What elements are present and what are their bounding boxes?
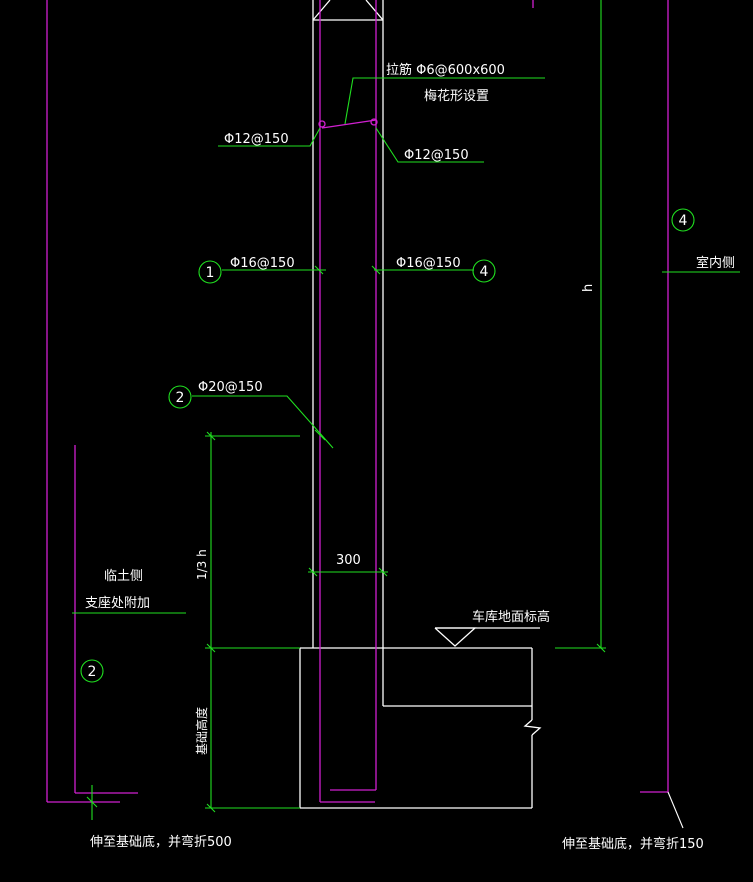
label-note-left: 伸至基础底，并弯折500 [90, 834, 232, 850]
marker-2-lower: 2 [88, 664, 97, 680]
tick-left-bottom [86, 796, 98, 808]
dim-thickness-tick-l [308, 567, 318, 577]
leader-bar-left-top [218, 127, 321, 147]
label-tie-bar-note: 梅花形设置 [424, 88, 489, 104]
markers [80, 208, 695, 683]
tick-left-mid [314, 265, 324, 275]
leader-note-right [667, 791, 684, 829]
label-garage-floor: 车库地面标高 [472, 609, 550, 625]
top-break-right [365, 0, 384, 21]
label-note-right: 伸至基础底，并弯折150 [562, 836, 704, 852]
tie-right-end [370, 118, 378, 126]
marker-1-circle [198, 260, 222, 284]
marker-4-mid: 4 [480, 264, 489, 280]
dim-h-tick [596, 643, 606, 653]
label-h: h [581, 284, 596, 292]
marker-1: 1 [206, 265, 215, 281]
label-third-h: 1/3 h [195, 549, 209, 580]
marker-4-right: 4 [679, 213, 688, 229]
dimensions [72, 0, 740, 829]
tick-right-mid [371, 265, 381, 275]
label-bar-dowel: Φ20@150 [198, 380, 263, 395]
label-support-add: 支座处附加 [85, 596, 150, 611]
dim-tick-top [206, 431, 216, 441]
rebar [46, 0, 669, 803]
label-bar-left-top: Φ12@150 [224, 132, 289, 147]
label-bar-right-top: Φ12@150 [404, 148, 469, 163]
top-break-left [312, 0, 331, 21]
marker-2-lower-circle [80, 659, 104, 683]
label-bar-left-mid: Φ16@150 [230, 256, 295, 271]
leader-bar-dowel [192, 395, 334, 449]
label-foundation-height: 基础高度 [194, 707, 209, 755]
marker-4-mid-circle [472, 259, 496, 283]
marker-text: 1 2 2 4 4 [88, 213, 688, 680]
elevation-triangle [434, 627, 477, 647]
labels: 拉筋 Φ6@600x600 梅花形设置 Φ12@150 Φ12@150 Φ16@… [85, 62, 735, 852]
dim-tick-bottom [206, 803, 216, 813]
label-soil-side: 临土侧 [104, 569, 143, 584]
wall-outline [299, 0, 542, 809]
break-symbol [523, 719, 542, 736]
marker-4-right-circle [671, 208, 695, 232]
dim-thickness-tick-r [378, 567, 388, 577]
label-tie-bar: 拉筋 Φ6@600x600 [386, 62, 505, 78]
tie-bar [321, 119, 377, 129]
leader-tie-bar [344, 77, 545, 125]
marker-2-upper: 2 [176, 390, 185, 406]
tick-dowel [314, 429, 326, 441]
leader-bar-right-top [375, 127, 484, 163]
label-thickness: 300 [336, 553, 361, 568]
tie-left-end [318, 120, 326, 128]
dim-tick-mid [206, 643, 216, 653]
marker-2-upper-circle [168, 385, 192, 409]
label-indoor-side: 室内侧 [696, 255, 735, 271]
label-bar-right-mid: Φ16@150 [396, 256, 461, 271]
